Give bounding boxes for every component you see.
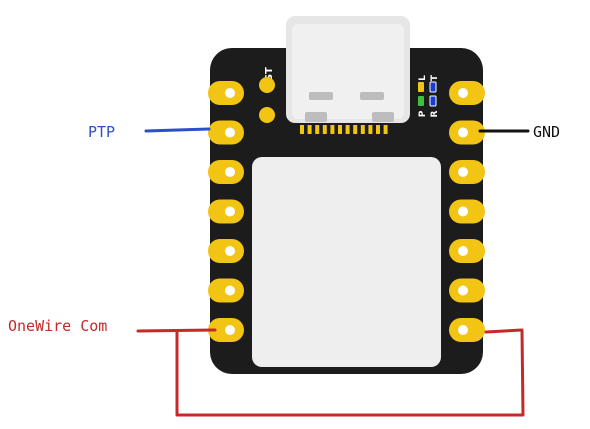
shielded-module — [252, 157, 441, 367]
right-pin-pad — [449, 278, 485, 303]
usb-contact-pin — [345, 125, 350, 134]
usb-contact-pin — [315, 125, 320, 134]
left-pin-pad — [208, 239, 244, 263]
left-pin-pad — [208, 81, 244, 105]
gnd-label: GND — [533, 123, 560, 141]
left-pin-header — [208, 81, 244, 342]
usb-contact-pin — [368, 125, 373, 134]
led-label-l: L — [418, 75, 428, 81]
right-pin-pad — [449, 318, 485, 342]
rst-pad — [259, 77, 275, 93]
led-blue — [429, 95, 437, 107]
status-leds: L T P R — [418, 74, 440, 117]
usb-contact-pin — [322, 125, 327, 134]
led-yellow — [418, 82, 424, 92]
left-pin-pad — [208, 120, 244, 145]
usb-contact-pin — [353, 125, 358, 134]
right-pin-pad — [449, 81, 485, 105]
usb-contact-pin — [338, 125, 342, 134]
onewire-com-label: OneWire Com — [8, 317, 107, 335]
onewire-loop-wire — [175, 328, 525, 417]
usb-contact-pin — [383, 125, 388, 134]
led-label-p: P — [418, 110, 428, 117]
usb-contact-pin — [307, 125, 312, 134]
left-pin-pad — [208, 199, 244, 224]
rst-pad — [259, 107, 275, 123]
led-green — [418, 96, 424, 106]
usb-c-connector — [286, 16, 410, 134]
left-pin-pad — [208, 160, 244, 184]
right-pin-pad — [449, 120, 485, 145]
led-label-r: R — [430, 110, 440, 117]
right-pin-header — [449, 81, 485, 342]
right-pin-pad — [449, 199, 485, 224]
led-label-t: T — [430, 74, 440, 81]
usb-contact-pin — [330, 125, 335, 134]
left-pin-pad — [208, 318, 244, 342]
led-blue — [429, 81, 437, 93]
usb-contact-pin — [376, 125, 380, 134]
right-pin-pad — [449, 239, 485, 263]
left-pin-pad — [208, 278, 244, 303]
usb-contact-pin — [360, 125, 365, 134]
ptp-wire — [144, 127, 211, 133]
usb-contact-pin — [300, 125, 304, 134]
ptp-label: PTP — [88, 123, 115, 141]
right-pin-pad — [449, 160, 485, 184]
